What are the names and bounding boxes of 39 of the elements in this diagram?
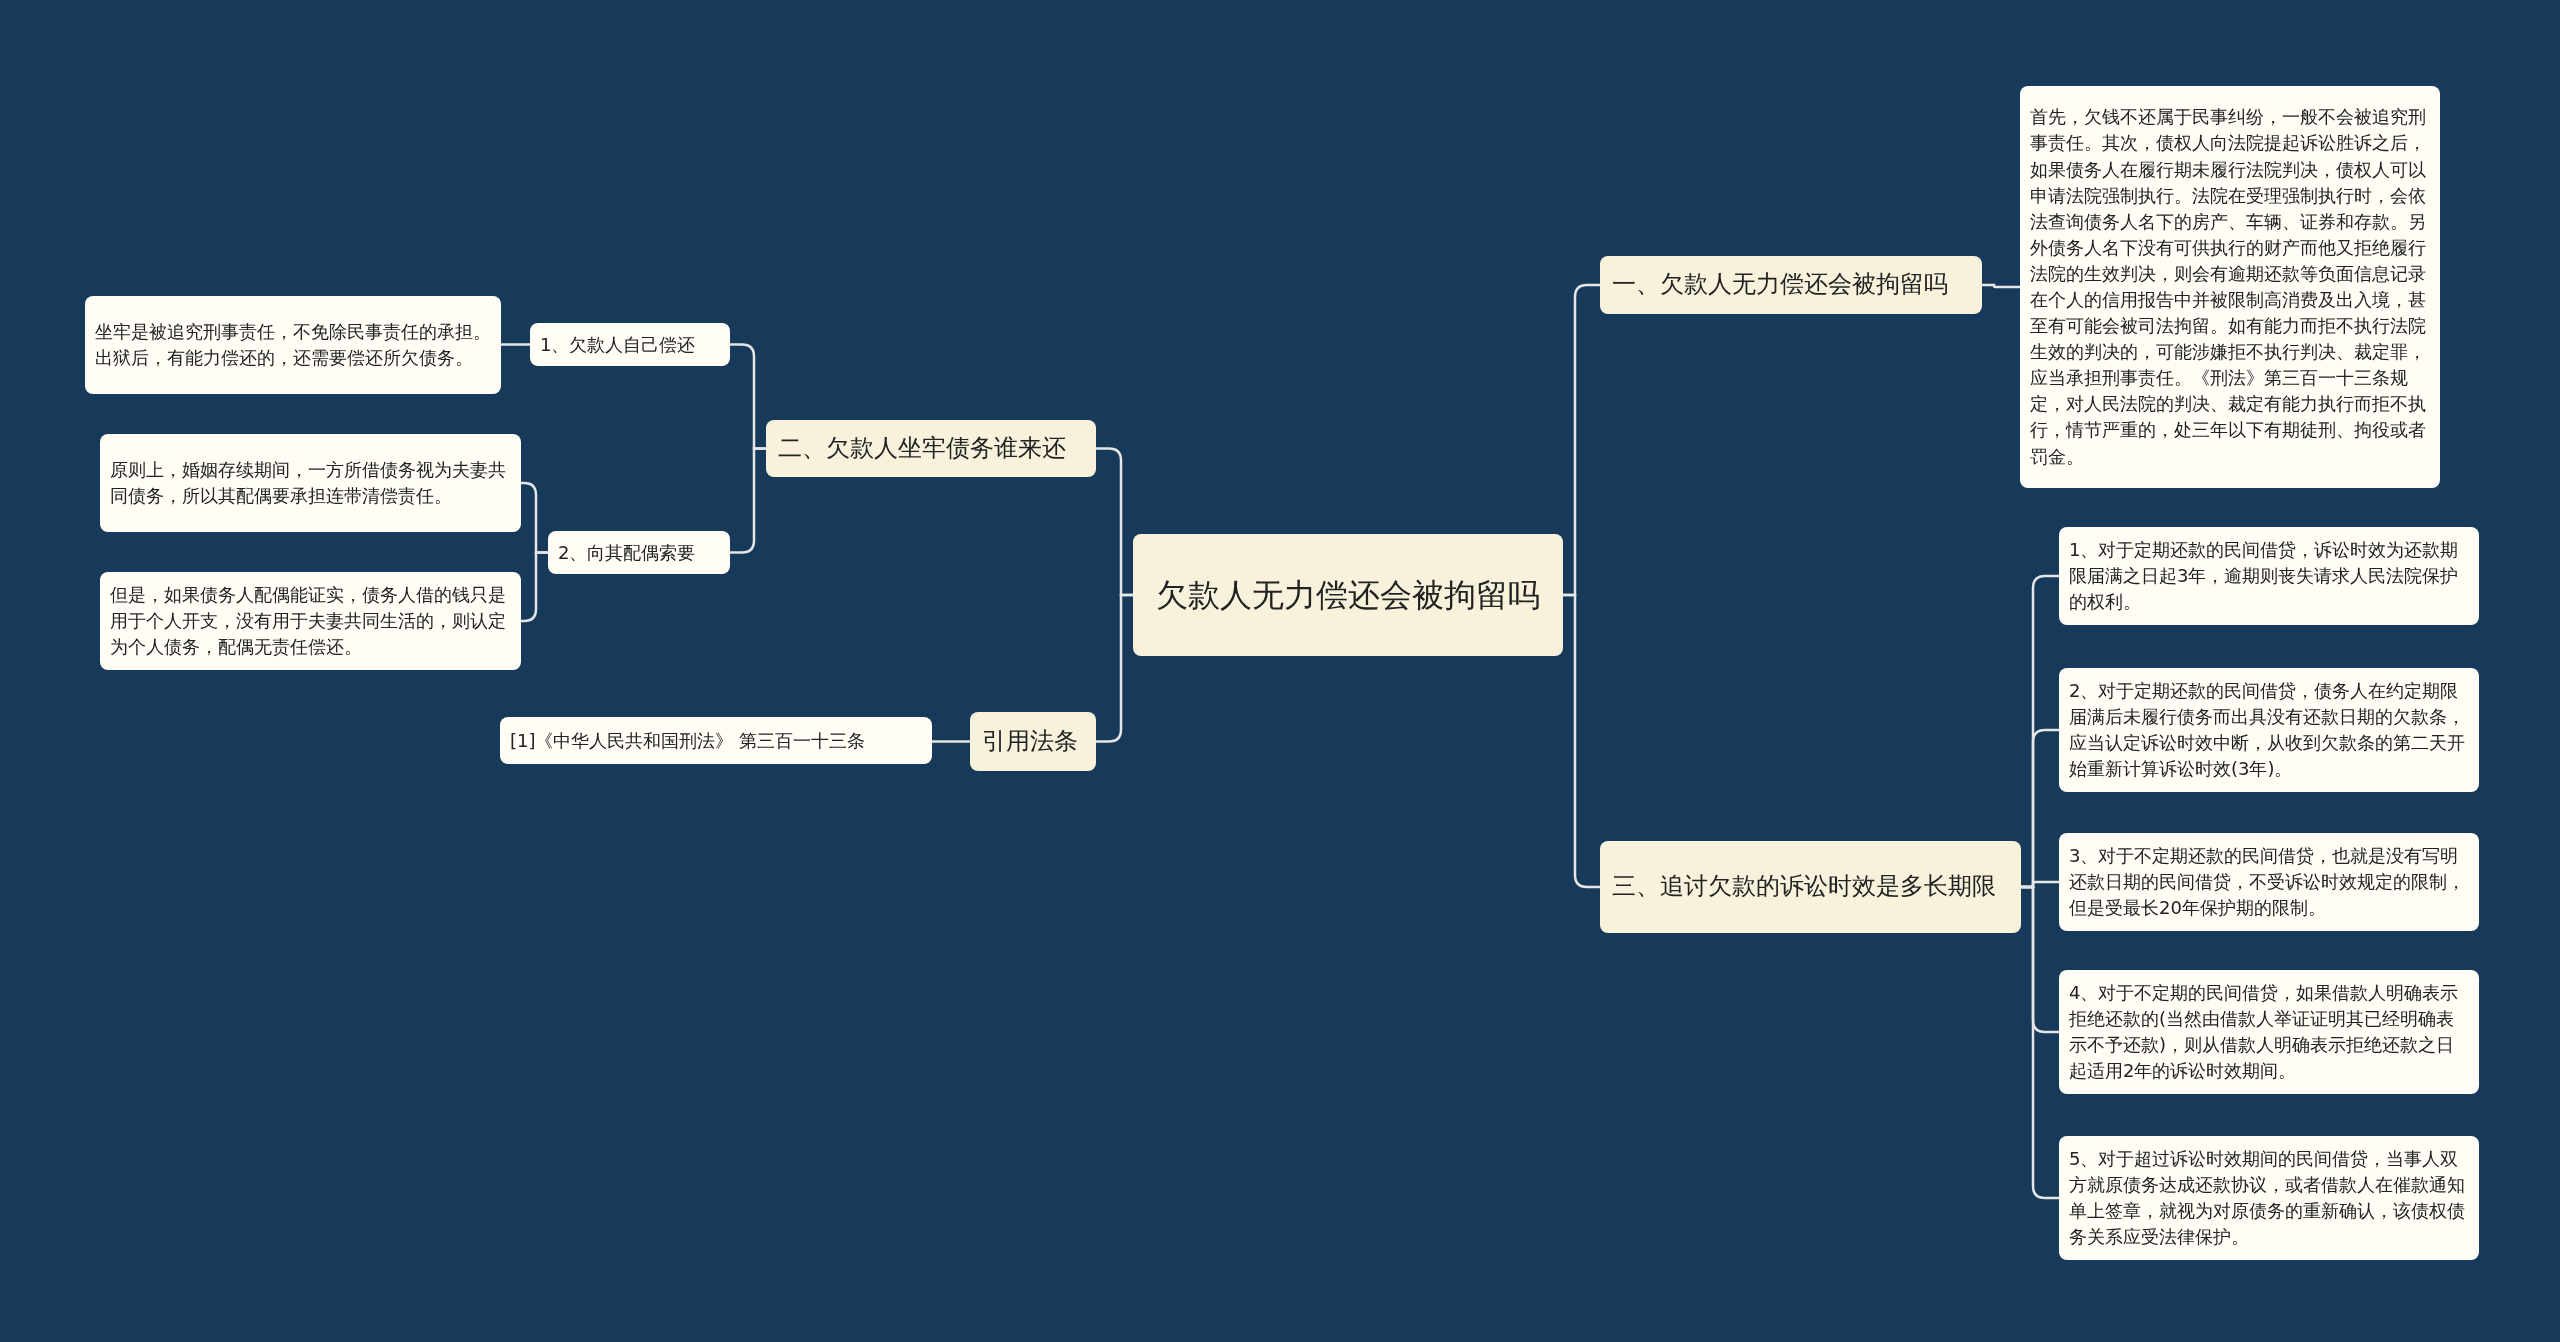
connector-line [1563,593,1600,889]
topic-box [766,420,1096,477]
node-text: 1、对于定期还款的民间借贷，诉讼时效为还款期限届满之日起3年，逾期则丧失请求人民法院保护的权利。 [2069,537,2460,615]
node-text: 3、对于不定期还款的民间借贷，也就是没有写明还款日期的民间借贷，不受诉讼时效规定的限制，但是受最长20年保护期的限制。 [2069,843,2466,921]
node-text: 1、欠款人自己偿还 [540,332,697,357]
node-text: 2、对于定期还款的民间借贷，债务人在约定期限届满后未履行债务而出具没有还款日期的欠款条，应当认定诉讼时效中断，从收到欠款条的第二天开始重新计算诉讼时效(3年)。 [2069,678,2466,782]
connector-line [1096,593,1133,743]
node-text: 首先，欠钱不还属于民事纠纷，一般不会被追究刑事责任。其次，债权人向法院提起诉讼胜诉之后，如果债务人在履行期未履行法院判决，债权人可以申请法院强制执行。法院在受理强制执行时，会依法查询债务人名下的房产、车辆、证券和存款。另外债务人名下没有可供执行的财产而他又拒绝履行法院的生效判决，则会有逾期还款等负面信息记录在个人的信用报告中并被限制高消费及出入境，甚至有可能会被司法拘留。如有能力而拒不执行法院生效的判决的，可能涉嫌拒不执行判决、裁定罪，应当承担刑事责任。《刑法》第三百一十三条规定，对人民法院的判决、裁定有能力执行而拒不执行，情节严重的，处三年以下有期徒刑、拘役或者罚金。 [2030,105,2427,469]
subtopic-box [530,323,730,366]
note-card [2059,668,2479,792]
note-card [2059,970,2479,1094]
central-topic-box [1133,534,1563,656]
node-text: 但是，如果债务人配偶能证实，债务人借的钱只是用于个人开支，没有用于夫妻共同生活的，则认定为个人债务，配偶无责任偿还。 [110,582,507,660]
node-text: 4、对于不定期的民间借贷，如果借款人明确表示拒绝还款的(当然由借款人举证证明其已经明确表示不予还款)，则从借款人明确表示拒绝还款之日起适用2年的诉讼时效期间。 [2069,980,2460,1084]
note-card [100,572,521,670]
node-text: 二、欠款人坐牢债务谁来还 [778,432,1067,464]
note-card [2059,833,2479,931]
topic-box [1600,256,1982,314]
node-text: 三、追讨欠款的诉讼时效是多长期限 [1612,871,1997,903]
node-text: 引用法条 [982,725,1079,757]
node-text: 一、欠款人无力偿还会被拘留吗 [1612,269,1949,301]
subtopic-box [548,531,730,574]
node-text: 5、对于超过诉讼时效期间的民间借贷，当事人双方就原债务达成还款协议，或者借款人在催款通知单上签章，就视为对原债务的重新确认，该债权债务关系应受法律保护。 [2069,1146,2466,1250]
topic-box [1600,841,2021,933]
note-card [85,296,501,394]
node-text: 2、向其配偶索要 [558,540,697,565]
topic-box [970,712,1096,771]
connector-line [932,740,970,743]
node-text: [1]《中华人民共和国刑法》 第三百一十三条 [510,728,867,753]
node-text: 坐牢是被追究刑事责任，不免除民事责任的承担。出狱后，有能力偿还的，还需要偿还所欠债务。 [95,319,491,370]
node-text: 原则上，婚姻存续期间，一方所借债务视为夫妻共同债务，所以其配偶要承担连带清偿责任。 [110,457,507,508]
note-card [100,434,521,532]
note-card [2059,1136,2479,1260]
subtopic-box [500,717,932,764]
note-card [2059,527,2479,625]
connector-line [730,447,766,554]
connector-line [1982,283,2020,289]
connector-line [501,343,530,346]
node-text: 欠款人无力偿还会被拘留吗 [1155,574,1541,616]
